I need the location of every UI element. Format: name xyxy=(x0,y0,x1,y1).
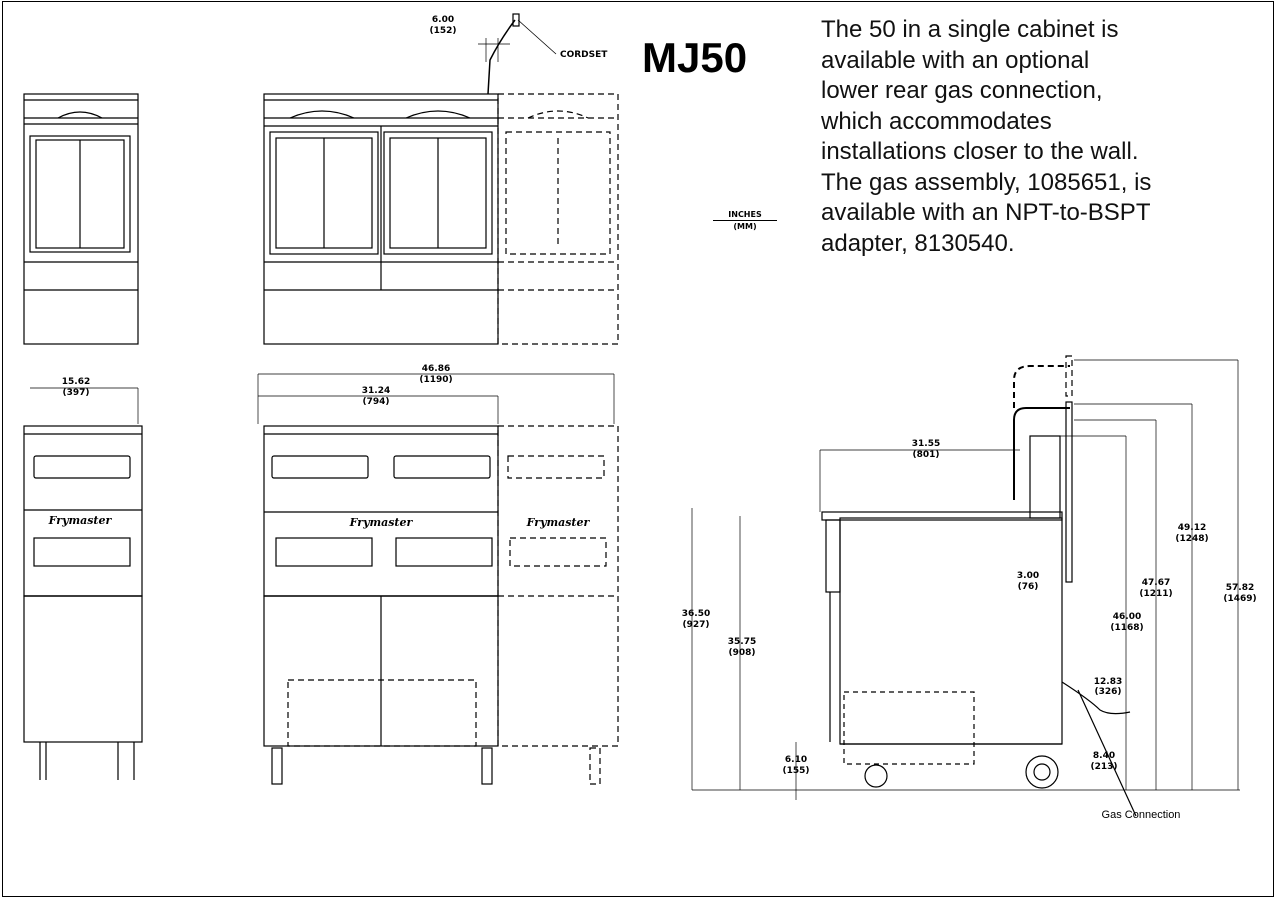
dim-gas-height-in: 12.83 xyxy=(1094,677,1122,687)
dim-gas-offset-mm: (213) xyxy=(1090,762,1117,772)
top-middle-front-view xyxy=(263,13,557,345)
bottom-middle-front-view xyxy=(257,373,615,785)
description-line: available with an optional xyxy=(821,46,1090,74)
brand-logo-left: Frymaster xyxy=(48,514,113,527)
units-inches: INCHES xyxy=(713,210,777,221)
dim-hose-height-mm: (1211) xyxy=(1139,589,1172,599)
dim-overall-height-in: 57.82 xyxy=(1226,583,1254,593)
gas-connection-label: Gas Connection xyxy=(1102,809,1181,821)
dim-hose-height-in: 47.67 xyxy=(1142,578,1170,588)
units-legend: INCHES (MM) xyxy=(713,210,777,231)
side-view-hose-dashed xyxy=(1013,355,1073,408)
dim-leg-height-in: 6.10 xyxy=(785,755,807,765)
description-line: installations closer to the wall. xyxy=(821,138,1139,165)
dim-two-well-width-in: 31.24 xyxy=(362,386,390,396)
dim-top-height-mm: (1248) xyxy=(1175,534,1208,544)
top-middle-dashed-addon xyxy=(497,93,619,345)
dim-overall-height-mm: (1469) xyxy=(1223,594,1256,604)
model-title: MJ50 xyxy=(642,34,748,81)
dim-depth-mm: (801) xyxy=(912,450,939,460)
dim-cord-offset-in: 6.00 xyxy=(432,15,454,25)
dim-overall-width-mm: (1190) xyxy=(419,375,452,385)
description-line: adapter, 8130540. xyxy=(821,229,1015,257)
dim-flue-height-mm: (1168) xyxy=(1110,623,1143,633)
dim-frypot-height-in: 36.50 xyxy=(682,609,710,619)
dim-flue-height-in: 46.00 xyxy=(1113,612,1141,622)
dim-gas-height-mm: (326) xyxy=(1094,687,1121,697)
dim-counter-height-in: 35.75 xyxy=(728,637,756,647)
dim-counter-height-mm: (908) xyxy=(728,648,755,658)
dim-flue-offset-mm: (76) xyxy=(1018,582,1039,592)
dim-frypot-height-mm: (927) xyxy=(682,620,709,630)
side-view xyxy=(691,359,1240,817)
dim-top-height-in: 49.12 xyxy=(1178,523,1206,533)
top-left-front-view xyxy=(23,93,139,345)
description-line: which accommodates xyxy=(821,107,1052,135)
brand-logo-middle: Frymaster xyxy=(349,516,414,529)
description-line: available with an NPT-to-BSPT xyxy=(821,199,1151,226)
dim-side-width-mm: (397) xyxy=(62,388,89,398)
description-line: The 50 in a single cabinet is xyxy=(821,16,1119,43)
units-mm: (MM) xyxy=(733,222,757,231)
description-text: The 50 in a single cabinet is available … xyxy=(821,15,1261,259)
dim-cord-offset-mm: (152) xyxy=(429,26,456,36)
dim-overall-width-in: 46.86 xyxy=(422,364,450,374)
bottom-left-front-view xyxy=(23,387,143,780)
dim-two-well-width-mm: (794) xyxy=(362,397,389,407)
dim-leg-height-mm: (155) xyxy=(782,766,809,776)
description-line: The gas assembly, 1085651, is xyxy=(821,168,1152,196)
dim-side-width-in: 15.62 xyxy=(62,377,90,387)
bottom-middle-dashed-addon xyxy=(287,425,619,785)
dim-gas-offset-in: 8.40 xyxy=(1093,751,1115,761)
cordset-label: CORDSET xyxy=(560,50,608,60)
dim-flue-offset-in: 3.00 xyxy=(1017,571,1039,581)
brand-logo-right: Frymaster xyxy=(526,516,591,529)
description-line: lower rear gas connection, xyxy=(821,77,1103,104)
dim-depth-in: 31.55 xyxy=(912,439,940,449)
